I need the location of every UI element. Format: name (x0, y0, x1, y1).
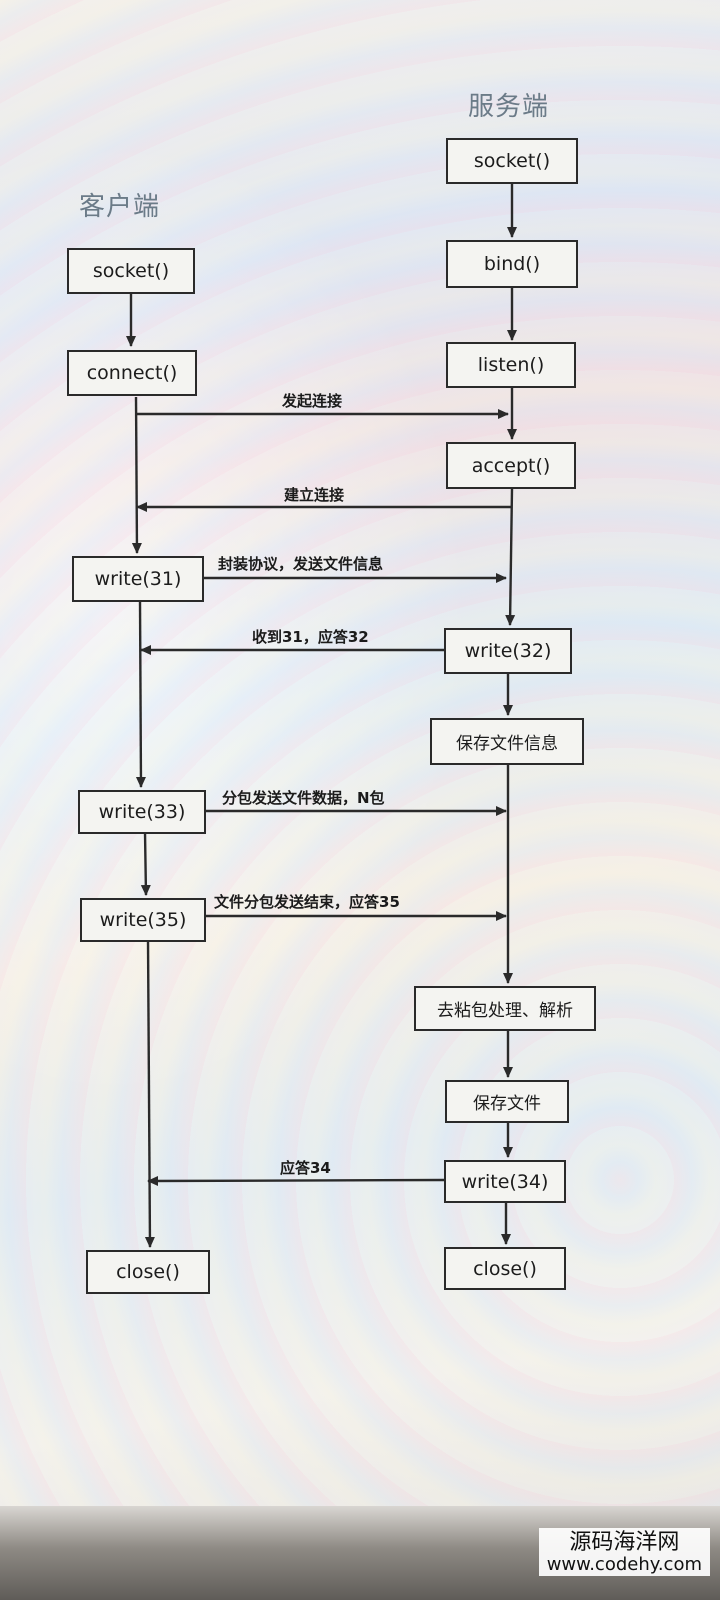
server-write34-box: write(34) (444, 1160, 566, 1203)
client-write33-box: write(33) (78, 790, 206, 834)
server-listen-box: listen() (446, 342, 576, 388)
server-close-box: close() (444, 1247, 566, 1290)
client-arrow-write33-write35 (140, 831, 151, 896)
msg-label-ack-34: 应答34 (280, 1159, 331, 1177)
client-close-box: close() (86, 1250, 210, 1294)
client-arrow-write35-close (144, 939, 155, 1248)
server-accept-box: accept() (446, 442, 576, 489)
client-write35-box: write(35) (80, 898, 206, 942)
msg-label-send-end: 文件分包发送结束，应答35 (214, 893, 400, 911)
msg-label-send-file-info: 封装协议，发送文件信息 (218, 555, 384, 573)
server-save-file-box: 保存文件 (445, 1080, 569, 1123)
client-socket-box: socket() (67, 248, 195, 294)
server-socket-box: socket() (446, 138, 578, 184)
watermark-title: 源码海洋网 (569, 1530, 680, 1555)
msg-arrow-ack-34 (147, 1175, 445, 1186)
site-watermark: 源码海洋网 www.codehy.com (538, 1528, 710, 1576)
server-arrow-accept-write32 (505, 488, 516, 626)
watermark-url: www.codehy.com (546, 1554, 702, 1576)
server-save-info-box: 保存文件信息 (430, 718, 584, 765)
client-heading: 客户端 (79, 192, 161, 222)
server-parse-box: 去粘包处理、解析 (414, 986, 596, 1031)
msg-label-ack-32: 收到31，应答32 (252, 628, 369, 646)
msg-label-send-packets: 分包发送文件数据，N包 (222, 789, 385, 807)
server-write32-box: write(32) (444, 628, 572, 674)
client-arrow-write31-write33 (135, 599, 146, 788)
client-write31-box: write(31) (72, 556, 204, 602)
client-connect-box: connect() (67, 350, 197, 396)
client-arrow-connect-write31 (131, 396, 142, 554)
diagram-connectors (126, 184, 517, 1248)
msg-label-connect-request: 发起连接 (282, 392, 343, 410)
server-bind-box: bind() (446, 240, 578, 288)
msg-label-connect-established: 建立连接 (284, 486, 345, 504)
server-heading: 服务端 (468, 92, 550, 122)
